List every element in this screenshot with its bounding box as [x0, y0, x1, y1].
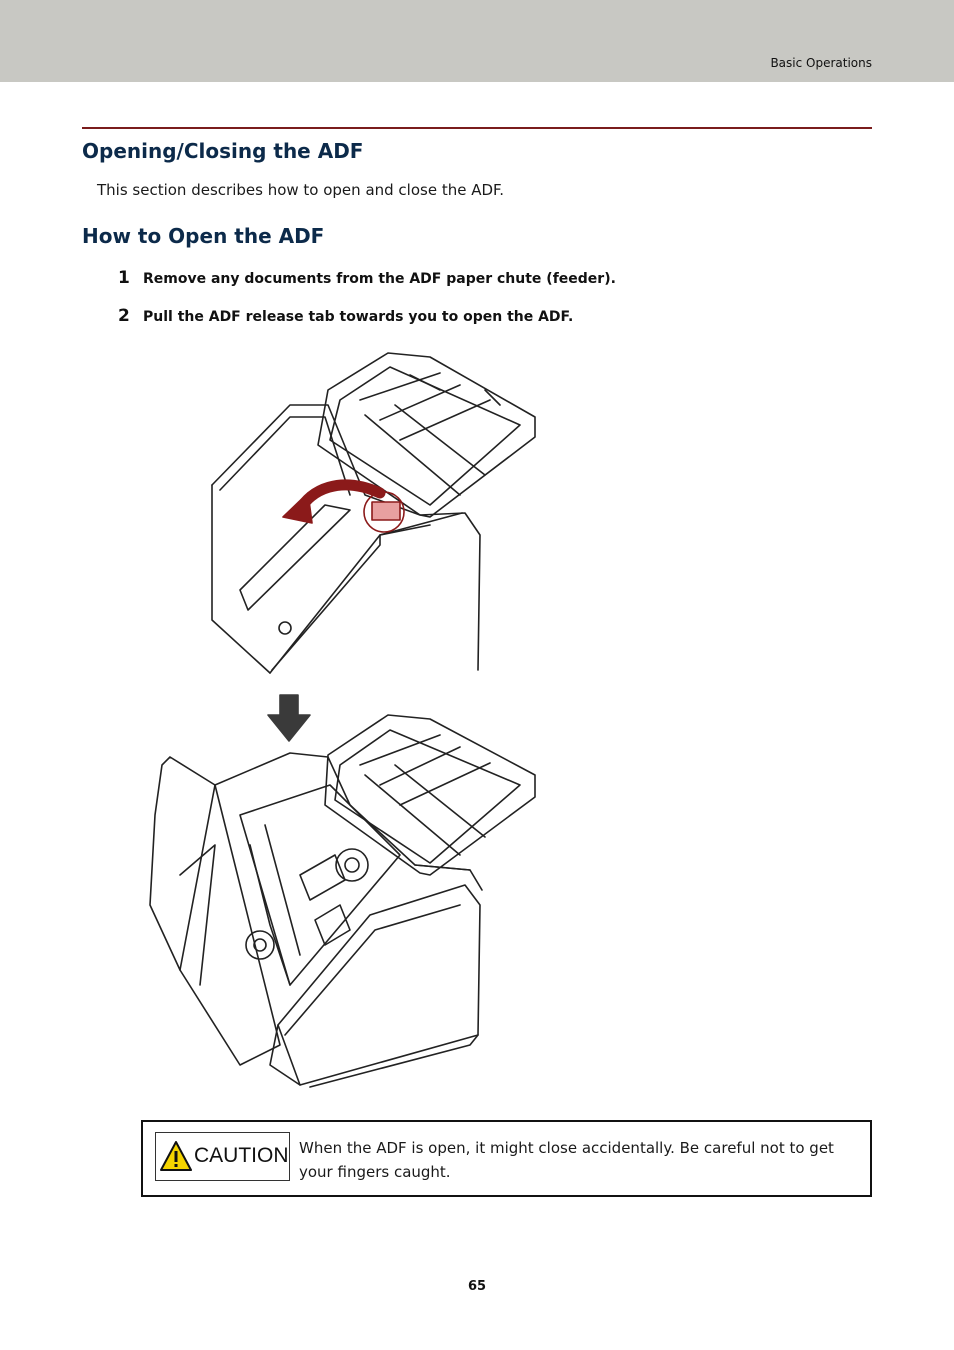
- scanner-closed-drawing: [211, 352, 536, 674]
- down-arrow-icon: [267, 694, 311, 742]
- scanner-open-drawing: [149, 714, 536, 1088]
- page-title: Opening/Closing the ADF: [82, 139, 364, 163]
- section-subheading: How to Open the ADF: [82, 224, 325, 248]
- section-title: Basic Operations: [770, 56, 872, 70]
- step-text: Remove any documents from the ADF paper …: [143, 271, 616, 287]
- warning-icon: [160, 1141, 192, 1171]
- step-text: Pull the ADF release tab towards you to …: [143, 309, 574, 325]
- scanner-illustration: [149, 352, 536, 1088]
- step-1: 1 Remove any documents from the ADF paper…: [118, 268, 616, 288]
- caution-message: When the ADF is open, it might close acc…: [299, 1139, 834, 1181]
- step-number: 2: [118, 306, 130, 326]
- page-number: 65: [467, 1279, 487, 1294]
- caution-notice: CAUTION When the ADF is open, it might c…: [141, 1120, 872, 1197]
- open-direction-arrow: [294, 479, 386, 516]
- caution-label: CAUTION: [155, 1132, 290, 1181]
- caution-label-text: CAUTION: [194, 1144, 289, 1167]
- heading-rule: [82, 127, 872, 129]
- page-header-band: [0, 0, 954, 82]
- step-number: 1: [118, 268, 130, 288]
- step-2: 2 Pull the ADF release tab towards you to…: [118, 306, 573, 326]
- intro-text: This section describes how to open and c…: [97, 181, 505, 199]
